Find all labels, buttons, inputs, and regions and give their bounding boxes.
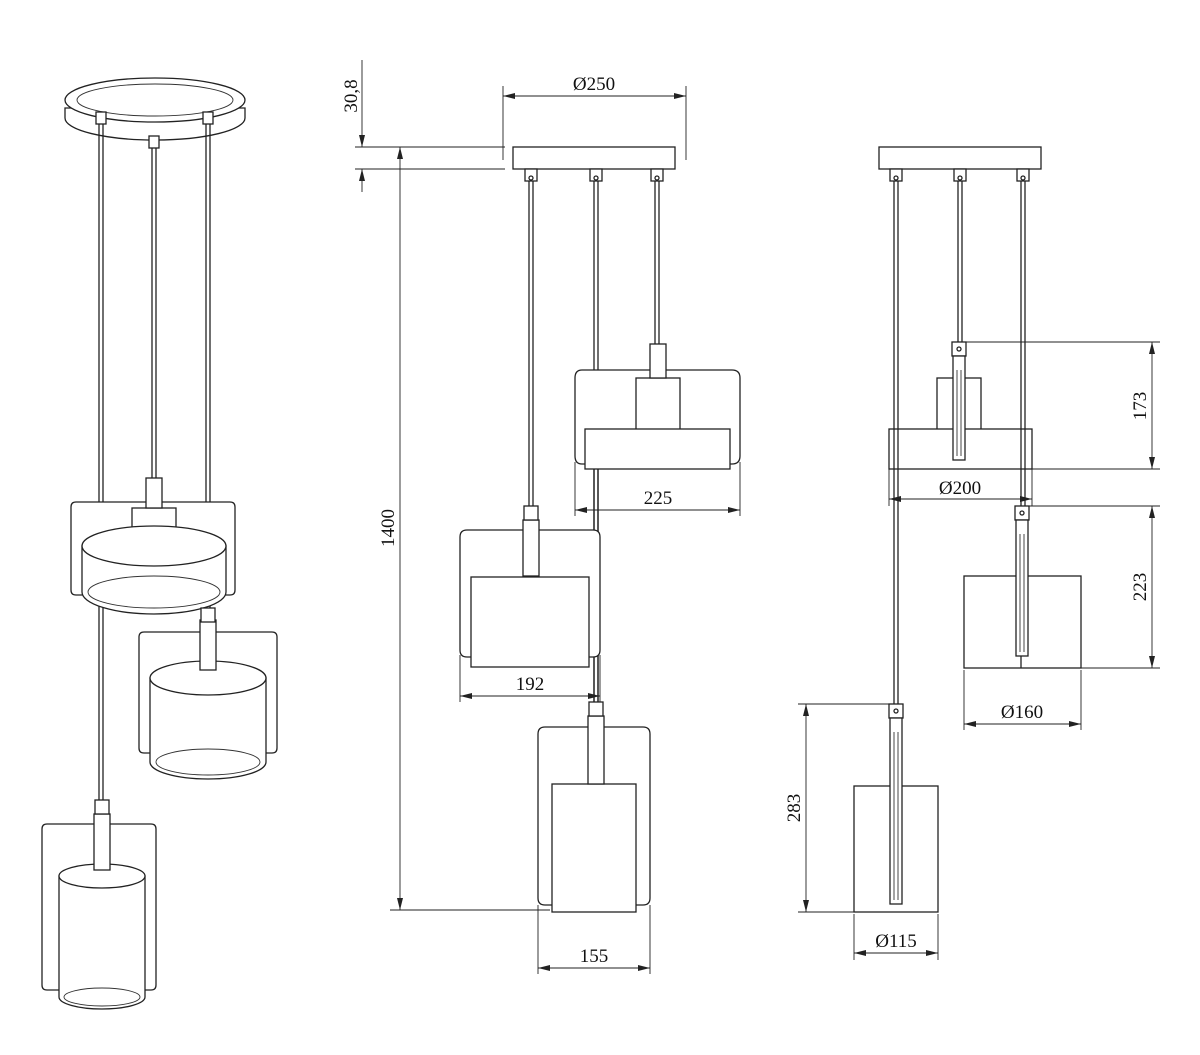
dim-total-height: 1400 — [378, 147, 550, 911]
dim-large-shade-diameter: Ø200 — [888, 469, 1033, 506]
medium-shade-diameter-label: Ø160 — [1001, 702, 1043, 723]
front-large-shade — [574, 343, 741, 702]
canopy-diameter-label: Ø250 — [573, 74, 615, 95]
dim-medium-shade-diameter: Ø160 — [963, 670, 1082, 730]
front-small-shade — [537, 701, 651, 913]
medium-shade-height-label: 223 — [1130, 573, 1151, 602]
dim-small-shade-diameter: Ø115 — [853, 914, 939, 960]
dim-large-shade-width: 225 — [574, 462, 741, 516]
front-canopy — [512, 146, 676, 182]
dim-medium-shade-height: 223 — [1029, 505, 1160, 669]
canopy-height-label: 30,8 — [341, 79, 362, 112]
dim-small-shade-width: 155 — [537, 905, 651, 974]
side-small-shade — [853, 703, 939, 913]
side-canopy — [878, 146, 1042, 182]
perspective-small-shade — [41, 799, 157, 1010]
large-shade-width-label: 225 — [644, 488, 673, 509]
small-shade-diameter-label: Ø115 — [875, 931, 917, 952]
side-large-shade — [888, 341, 1033, 470]
small-shade-height-label: 283 — [784, 794, 805, 823]
perspective-canopy — [64, 77, 246, 149]
total-height-label: 1400 — [378, 509, 399, 547]
front-medium-shade — [459, 505, 601, 668]
dim-small-shade-height: 283 — [784, 703, 889, 913]
dim-medium-shade-width: 192 — [459, 655, 601, 702]
side-medium-shade — [963, 505, 1082, 669]
dim-large-shade-height: 173 — [966, 341, 1160, 470]
perspective-view — [41, 77, 278, 1010]
front-view: Ø250 30,8 1400 225 — [341, 60, 741, 974]
perspective-large-shade — [70, 477, 236, 615]
dim-canopy-height: 30,8 — [341, 60, 505, 192]
dim-canopy-diameter: Ø250 — [502, 74, 687, 160]
large-shade-height-label: 173 — [1130, 392, 1151, 421]
large-shade-diameter-label: Ø200 — [939, 478, 981, 499]
side-view: 173 Ø200 223 Ø160 — [784, 146, 1160, 960]
medium-shade-width-label: 192 — [516, 674, 545, 695]
perspective-medium-shade — [138, 607, 278, 780]
small-shade-width-label: 155 — [580, 946, 609, 967]
